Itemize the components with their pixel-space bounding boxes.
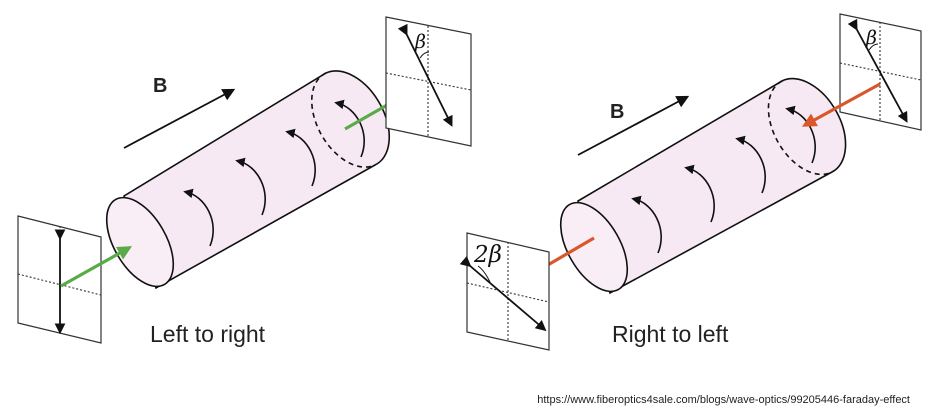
b-field-label-right: B [610, 101, 624, 123]
rotation-arrow-icon [334, 99, 365, 158]
b-field-arrow-left [123, 88, 236, 149]
rotation-arrow-icon [285, 128, 316, 187]
rotation-arrow-icon [631, 195, 662, 254]
incident-beam [60, 246, 133, 288]
b-field-label-left: B [153, 75, 167, 97]
rotation-arrow-icon [735, 135, 766, 194]
reflected-beam-in [801, 82, 881, 127]
rotation-angle-label-right: β [865, 27, 877, 49]
polarization-arrow-right [847, 18, 908, 123]
input-polarization-panel-right: β [839, 13, 922, 131]
caption-right-to-left: Right to left [612, 321, 729, 347]
double-rotation-angle-label: 2β [473, 242, 502, 268]
rotation-arrow-icon [684, 164, 715, 223]
double-rotated-polarization-arrow [459, 255, 547, 332]
rotation-arrow-icon [183, 188, 214, 247]
input-polarization-panel [17, 215, 102, 344]
caption-left-to-right: Left to right [150, 321, 266, 347]
rotated-polarization-arrow [397, 23, 453, 127]
rotation-angle-label-left: β [414, 31, 426, 53]
b-field-arrow-right [577, 95, 690, 156]
source-url: https://www.fiberoptics4sale.com/blogs/w… [537, 394, 910, 406]
faraday-rotator-right [559, 77, 847, 295]
right-setup: B β 2β [459, 13, 922, 351]
faraday-rotator-left [105, 70, 391, 290]
left-setup: B β Left to r [17, 16, 472, 347]
output-polarization-panel-left: β [385, 16, 472, 147]
rotation-arrow-icon [235, 157, 266, 216]
return-polarization-panel: 2β [459, 232, 550, 351]
rotation-arrow-icon [785, 105, 816, 164]
